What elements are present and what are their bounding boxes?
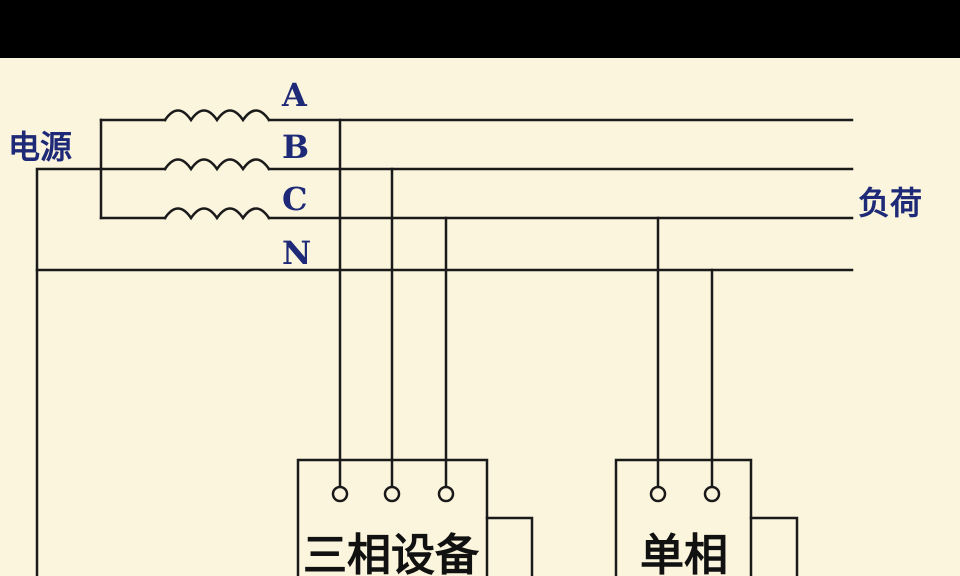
source-label: 电源 xyxy=(8,128,72,166)
terminal-3ph-a xyxy=(331,485,349,503)
phase-label-n: N xyxy=(282,234,311,272)
terminal-1ph-n xyxy=(703,485,721,503)
three-phase-ground-tab xyxy=(485,516,534,576)
coil-a xyxy=(163,109,271,123)
phase-label-b: B xyxy=(282,128,309,166)
letterbox-top xyxy=(0,0,960,58)
terminal-3ph-b xyxy=(383,485,401,503)
terminal-1ph-l xyxy=(649,485,667,503)
neutral-return xyxy=(35,167,103,576)
coil-b xyxy=(163,158,271,172)
phase-label-a: A xyxy=(281,76,308,114)
coil-c xyxy=(163,207,271,221)
diagram-background xyxy=(0,58,960,576)
single-phase-device-label: 单相 xyxy=(640,530,728,576)
single-phase-ground-tab xyxy=(749,516,799,576)
three-phase-device-label: 三相设备 xyxy=(303,530,480,576)
load-label: 负荷 xyxy=(858,184,922,222)
terminal-3ph-c xyxy=(437,485,455,503)
phase-label-c: C xyxy=(282,180,307,218)
